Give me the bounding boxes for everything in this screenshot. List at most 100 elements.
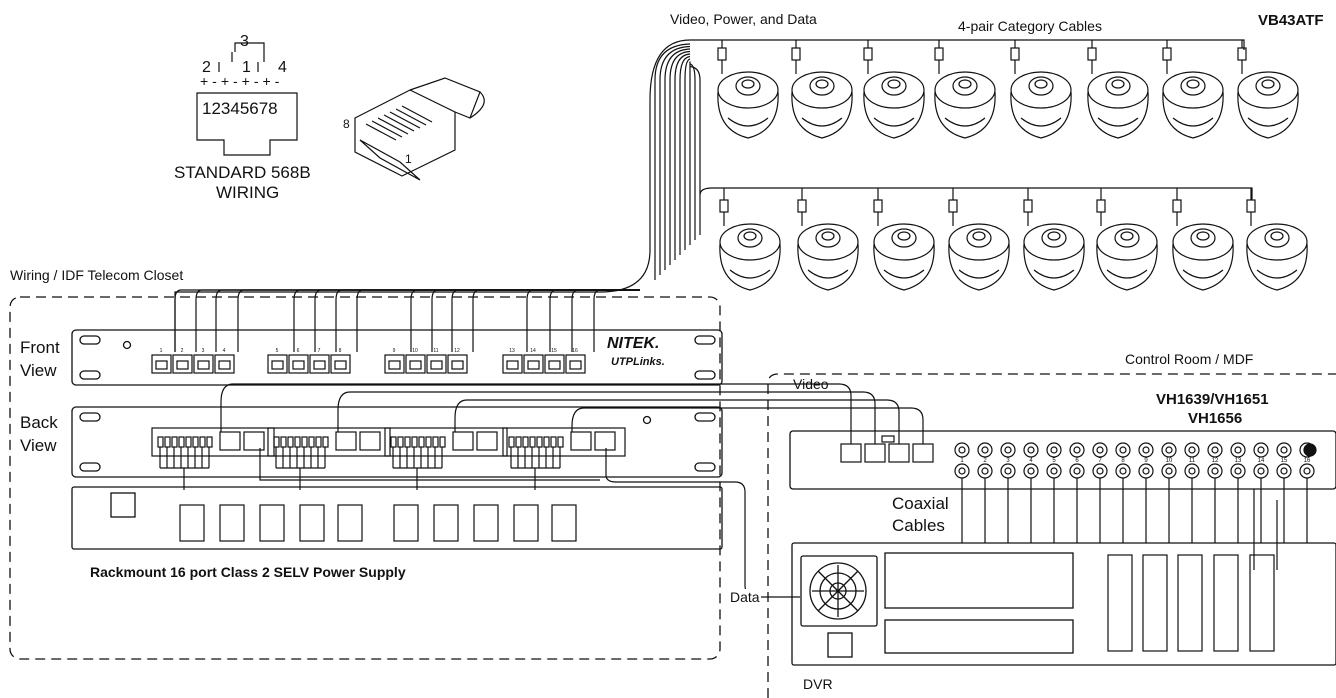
bnc-channel-number: 13 <box>1235 458 1242 464</box>
bnc-connector <box>977 442 993 458</box>
camera-connector <box>1087 47 1097 61</box>
power-supply <box>71 486 723 550</box>
front-port-number: 6 <box>297 348 300 354</box>
front-port <box>447 354 468 374</box>
front-view-label-2: View <box>20 361 57 380</box>
dvr-slot <box>1213 554 1239 652</box>
bnc-channel-number: 3 <box>1006 458 1010 464</box>
camera-connector <box>934 47 944 61</box>
power-slot <box>551 504 577 542</box>
bnc-connector <box>1000 442 1016 458</box>
rj45-jack-outline <box>196 92 298 156</box>
front-port <box>523 354 544 374</box>
data-port <box>476 431 498 451</box>
bnc-channel-number: 12 <box>1212 458 1219 464</box>
hub-rj45 <box>912 443 934 463</box>
bnc-connector <box>1023 463 1039 479</box>
front-port <box>172 354 193 374</box>
power-slot <box>473 504 499 542</box>
data-port <box>359 431 381 451</box>
front-port-number: 9 <box>393 348 396 354</box>
back-module <box>502 427 626 457</box>
back-view-label-1: Back <box>20 413 58 432</box>
dvr-slot <box>1107 554 1133 652</box>
video-port <box>452 431 474 451</box>
power-led <box>1303 443 1317 457</box>
bnc-connector <box>1023 442 1039 458</box>
front-port <box>214 354 235 374</box>
camera-icon <box>863 71 925 109</box>
front-port <box>267 354 288 374</box>
dvr-slot <box>1177 554 1203 652</box>
front-port <box>502 354 523 374</box>
front-port <box>288 354 309 374</box>
front-port <box>565 354 586 374</box>
bnc-channel-number: 9 <box>1144 458 1148 464</box>
front-port-number: 13 <box>509 348 515 354</box>
front-view-label-1: Front <box>20 338 60 357</box>
bnc-connector <box>1230 442 1246 458</box>
video-cable <box>220 383 852 444</box>
power-supply-label: Rackmount 16 port Class 2 SELV Power Sup… <box>90 564 406 580</box>
camera-icon <box>1172 223 1234 261</box>
bnc-connector <box>1184 463 1200 479</box>
camera-connector <box>717 47 727 61</box>
video-cable <box>571 407 924 444</box>
bnc-connector <box>1161 463 1177 479</box>
camera-connector <box>1172 199 1182 213</box>
wiring-closet-label: Wiring / IDF Telecom Closet <box>10 267 184 283</box>
front-port-number: 2 <box>181 348 184 354</box>
bnc-channel-number: 8 <box>1121 458 1125 464</box>
front-port-number: 5 <box>276 348 279 354</box>
data-port <box>594 431 616 451</box>
bnc-connector <box>1230 463 1246 479</box>
cable-trunk <box>174 39 1245 352</box>
camera-connector <box>1096 199 1106 213</box>
camera-connector <box>863 47 873 61</box>
camera-connector <box>1162 47 1172 61</box>
wiring-title-2: WIRING <box>216 183 280 202</box>
top-cable-label: Video, Power, and Data <box>670 11 817 27</box>
control-room-boundary <box>767 373 1336 698</box>
camera-icon <box>948 223 1010 261</box>
pair-3-label: 3 <box>240 33 249 50</box>
pair-1-label: 1 <box>242 59 251 76</box>
front-port <box>151 354 172 374</box>
bnc-connector <box>1207 463 1223 479</box>
camera-connector <box>873 199 883 213</box>
back-module <box>267 427 391 457</box>
front-port-number: 4 <box>223 348 226 354</box>
dvr-unit <box>791 542 1336 666</box>
control-room-label: Control Room / MDF <box>1125 351 1254 367</box>
front-port <box>544 354 565 374</box>
bnc-connector <box>1069 463 1085 479</box>
hub-rj45 <box>888 443 910 463</box>
camera-icon <box>1023 223 1085 261</box>
bnc-channel-number: 15 <box>1281 458 1288 464</box>
camera-icon <box>934 71 996 109</box>
bnc-connector <box>1253 442 1269 458</box>
bnc-channel-number: 10 <box>1166 458 1173 464</box>
power-slot <box>337 504 363 542</box>
bnc-connector <box>1092 463 1108 479</box>
front-port-number: 14 <box>530 348 536 354</box>
bnc-connector <box>1069 442 1085 458</box>
coaxial-label-1: Coaxial <box>892 494 949 513</box>
bnc-connector <box>1161 442 1177 458</box>
bnc-connector <box>1207 442 1223 458</box>
camera-connector <box>791 47 801 61</box>
power-slot <box>219 504 245 542</box>
bnc-channel-number: 6 <box>1075 458 1079 464</box>
dvr-slot <box>1249 554 1275 652</box>
transceiver-model-1: VH1639/VH1651 <box>1156 391 1269 408</box>
data-port <box>243 431 265 451</box>
bnc-connector <box>1184 442 1200 458</box>
camera-icon <box>1162 71 1224 109</box>
front-port-number: 10 <box>412 348 418 354</box>
power-slot <box>259 504 285 542</box>
data-label: Data <box>729 589 761 605</box>
idf-closet-boundary <box>9 296 721 660</box>
brand-logo: NITEK. <box>607 335 660 352</box>
camera-icon <box>719 223 781 261</box>
power-slot <box>393 504 419 542</box>
